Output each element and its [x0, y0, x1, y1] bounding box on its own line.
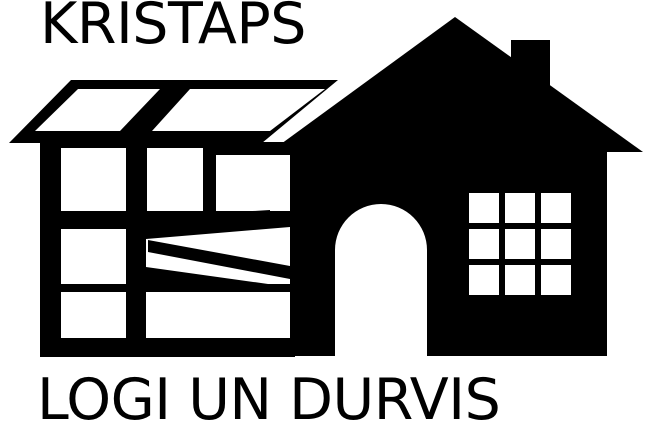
- brand-name-bottom: LOGI UN DURVIS: [37, 367, 501, 433]
- house-roof: [270, 17, 643, 152]
- frame-house: [9, 80, 338, 357]
- window-icon: [469, 193, 571, 295]
- brand-name-top: KRISTAPS: [40, 0, 306, 57]
